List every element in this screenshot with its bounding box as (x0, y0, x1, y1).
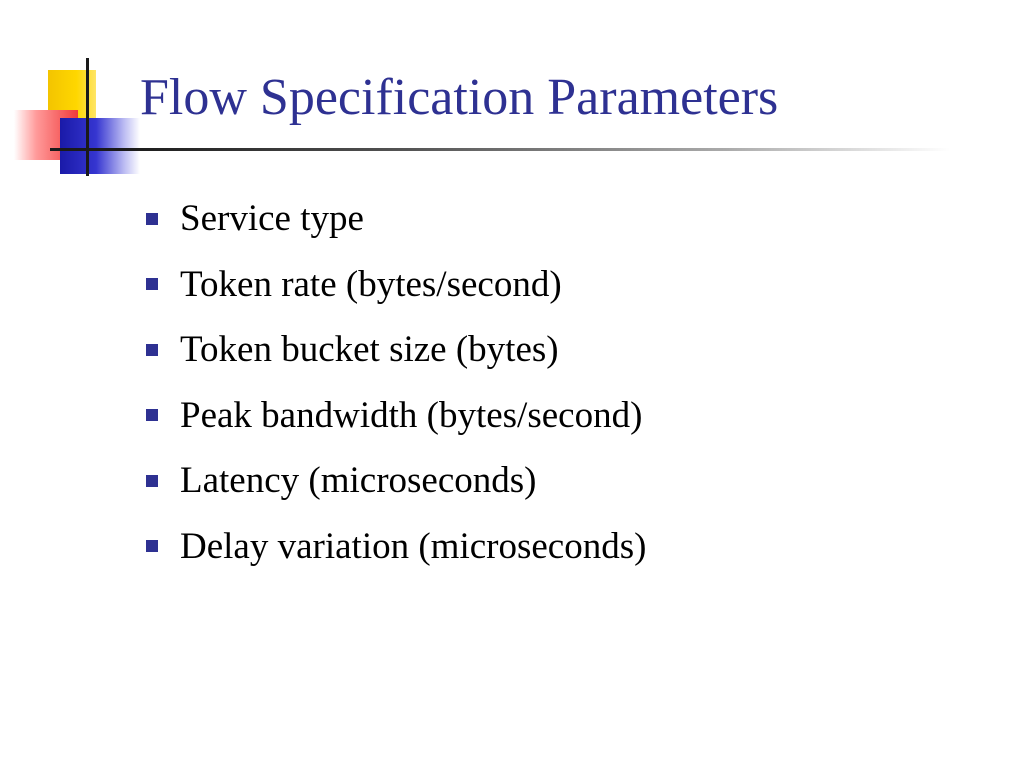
square-bullet-icon (146, 212, 158, 225)
square-bullet-icon (146, 540, 158, 553)
slide-logo-squares (0, 0, 140, 180)
bullet-text: Service type (180, 198, 364, 240)
bullet-list: Service type Token rate (bytes/second) T… (146, 186, 646, 579)
logo-vertical-line (86, 58, 89, 176)
bullet-text: Token rate (bytes/second) (180, 263, 562, 305)
square-bullet-icon (146, 343, 158, 356)
bullet-text: Delay variation (microseconds) (180, 525, 647, 567)
bullet-item: Token rate (bytes/second) (146, 252, 646, 318)
bullet-text: Token bucket size (bytes) (180, 329, 559, 371)
bullet-text: Peak bandwidth (bytes/second) (180, 394, 643, 436)
bullet-item: Service type (146, 186, 646, 252)
bullet-item: Delay variation (microseconds) (146, 514, 646, 580)
square-bullet-icon (146, 278, 158, 291)
bullet-item: Peak bandwidth (bytes/second) (146, 383, 646, 449)
title-underline-divider (50, 148, 950, 151)
bullet-text: Latency (microseconds) (180, 460, 537, 502)
bullet-item: Latency (microseconds) (146, 448, 646, 514)
logo-blue-square (60, 118, 140, 174)
square-bullet-icon (146, 409, 158, 422)
slide-title: Flow Specification Parameters (140, 69, 779, 126)
bullet-item: Token bucket size (bytes) (146, 317, 646, 383)
square-bullet-icon (146, 474, 158, 487)
